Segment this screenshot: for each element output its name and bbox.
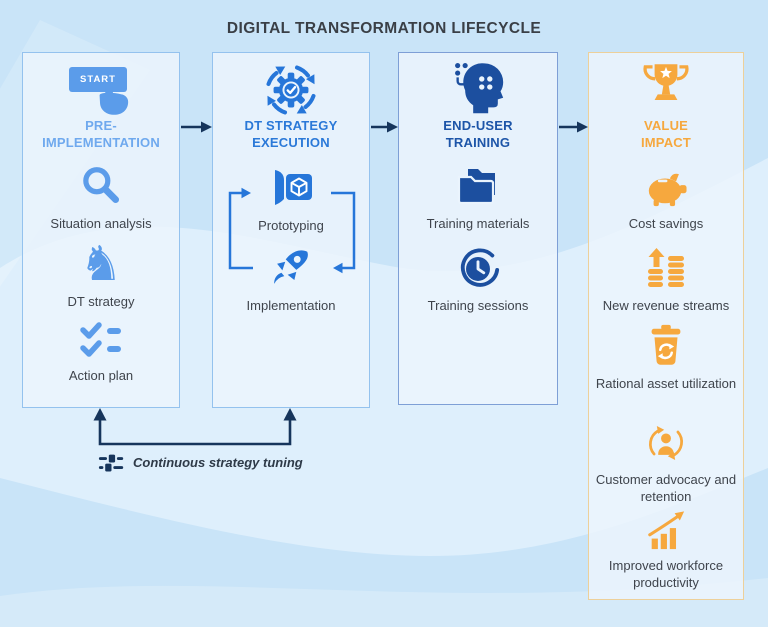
growth-chart-icon: [648, 511, 685, 550]
tuning-sliders-icon: [98, 454, 124, 472]
list-item: Action plan: [23, 319, 179, 384]
page-title: DIGITAL TRANSFORMATION LIFECYCLE: [226, 20, 542, 37]
list-item: Training materials: [399, 167, 557, 232]
column-heading: DT STRATEGY EXECUTION: [244, 118, 338, 150]
panel-value-impact: VALUE IMPACT Cost savings: [588, 52, 744, 600]
start-button: START: [69, 67, 127, 92]
prototyping-icon: [275, 170, 312, 205]
list-item: New revenue streams: [589, 245, 743, 314]
list-item: Training sessions: [399, 245, 557, 314]
list-item: ♞ DT strategy: [67, 236, 135, 309]
column-heading: END-USER TRAINING: [443, 118, 513, 150]
prototype-implementation-cycle-arrows: [228, 187, 356, 274]
gear-cycle-icon: [213, 59, 369, 121]
list-item: Implementation: [213, 245, 369, 314]
start-click-icon: START: [23, 65, 179, 121]
checklist-icon: [80, 322, 121, 357]
loop-label: Continuous strategy tuning: [133, 455, 303, 470]
coins-icon: [648, 248, 684, 287]
list-item: Improved workforce productivity: [589, 509, 743, 591]
customer-loop-icon: [649, 426, 683, 460]
list-item: Cost savings: [589, 167, 743, 232]
clock-cycle-icon: [460, 248, 500, 287]
piggy-bank-icon: [648, 173, 687, 207]
chess-knight-icon: ♞: [79, 236, 123, 292]
list-item: Situation analysis: [23, 163, 179, 232]
column-heading: PRE- IMPLEMENTATION: [42, 118, 160, 150]
recycle-bin-icon: [651, 324, 681, 365]
list-item: Rational asset utilization: [589, 323, 743, 392]
panel-pre-implementation: START PRE- IMPLEMENTATION Situation anal…: [22, 52, 180, 408]
learning-head-icon: [399, 59, 557, 115]
folder-icon: [457, 169, 495, 205]
continuous-tuning-caption: Continuous strategy tuning: [98, 452, 318, 473]
list-item: Prototyping: [213, 167, 369, 234]
search-icon: [83, 167, 120, 203]
panel-end-user-training: END-USER TRAINING Training materials Tra…: [398, 52, 558, 405]
panel-dt-strategy-execution: DT STRATEGY EXECUTION Prototyping: [212, 52, 370, 408]
rocket-icon: [274, 250, 308, 284]
hand-cursor-icon: [99, 81, 129, 115]
list-item: Customer advocacy and retention: [589, 421, 743, 505]
trophy-icon: [589, 59, 743, 111]
column-heading: VALUE IMPACT: [640, 118, 692, 150]
